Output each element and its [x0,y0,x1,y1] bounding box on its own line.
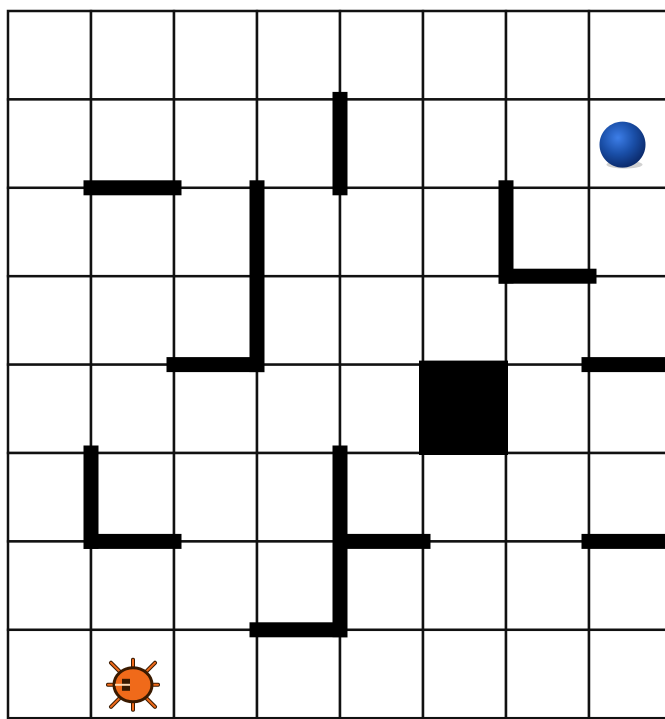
vertical-wall [333,92,348,195]
grid-cell-r2-c6 [506,188,589,276]
grid-cell-r7-c3 [257,630,340,718]
grid-cell-r6-c3 [257,541,340,629]
vertical-wall [250,269,265,372]
vertical-wall [333,534,348,637]
grid-cell-r1-c0 [8,99,91,187]
orange-bug-icon[interactable] [108,660,158,710]
horizontal-wall [499,269,597,284]
vertical-wall [84,446,99,549]
grid-cell-r5-c6 [506,453,589,541]
grid-cell-r6-c2 [174,541,257,629]
grid-cell-r6-c5 [423,541,506,629]
grid-cell-r6-c7 [589,541,665,629]
horizontal-wall [333,534,431,549]
horizontal-wall [84,180,182,195]
grid-cell-r2-c0 [8,188,91,276]
grid-cell-r0-c1 [91,11,174,99]
vertical-wall [499,180,514,283]
grid-cell-r1-c3 [257,99,340,187]
grid-cell-r0-c3 [257,11,340,99]
grid-cell-r3-c3 [257,276,340,364]
grid-cell-r5-c0 [8,453,91,541]
grid-cell-r7-c0 [8,630,91,718]
grid-cell-r3-c5 [423,276,506,364]
horizontal-wall [582,534,665,549]
grid-cell-r5-c2 [174,453,257,541]
blue-ball-icon [600,122,646,168]
grid-cell-r3-c7 [589,276,665,364]
grid-cell-r5-c1 [91,453,174,541]
grid-cell-r0-c5 [423,11,506,99]
grid-cell-r3-c6 [506,276,589,364]
grid-cell-r4-c6 [506,365,589,453]
grid-cell-r7-c2 [174,630,257,718]
grid-cell-r2-c1 [91,188,174,276]
grid-cell-r1-c1 [91,99,174,187]
grid-cell-r5-c3 [257,453,340,541]
blocked-cells [419,361,508,455]
vertical-wall [333,446,348,549]
grid-cell-r5-c4 [340,453,423,541]
grid-cell-r3-c2 [174,276,257,364]
grid-cell-r0-c2 [174,11,257,99]
grid-cell-r0-c0 [8,11,91,99]
grid-cell-r2-c7 [589,188,665,276]
grid-cell-r6-c6 [506,541,589,629]
grid-cell-r1-c5 [423,99,506,187]
vertical-wall [250,180,265,283]
grid-cell-r4-c0 [8,365,91,453]
grid-cell-r6-c4 [340,541,423,629]
grid-cell-r5-c5 [423,453,506,541]
grid-cell-r0-c6 [506,11,589,99]
horizontal-wall [250,622,348,637]
grid-cell-r3-c4 [340,276,423,364]
grid-cell-r4-c3 [257,365,340,453]
blocked-cell [419,361,508,455]
grid-cell-r7-c4 [340,630,423,718]
grid-cell-r1-c6 [506,99,589,187]
horizontal-wall [167,357,265,372]
horizontal-wall [582,357,665,372]
grid-cell-r1-c2 [174,99,257,187]
grid-cell-r6-c0 [8,541,91,629]
grid-cell-r4-c7 [589,365,665,453]
player-layer [108,660,158,710]
grid-cell-r4-c4 [340,365,423,453]
grid-cell-r5-c7 [589,453,665,541]
grid-cell-r2-c2 [174,188,257,276]
grid-cell-r4-c2 [174,365,257,453]
grid-cell-r7-c6 [506,630,589,718]
grid-cell-r2-c4 [340,188,423,276]
grid-cell-r7-c5 [423,630,506,718]
grid-cell-r2-c3 [257,188,340,276]
grid-cell-r0-c4 [340,11,423,99]
grid-cell-r2-c5 [423,188,506,276]
grid-cell-r3-c1 [91,276,174,364]
grid-cell-r1-c4 [340,99,423,187]
grid-cell-r7-c7 [589,630,665,718]
grid-cell-r4-c1 [91,365,174,453]
grid-cell-r3-c0 [8,276,91,364]
horizontal-wall [84,534,182,549]
grid-cell-r6-c1 [91,541,174,629]
grid-cell-r0-c7 [589,11,665,99]
